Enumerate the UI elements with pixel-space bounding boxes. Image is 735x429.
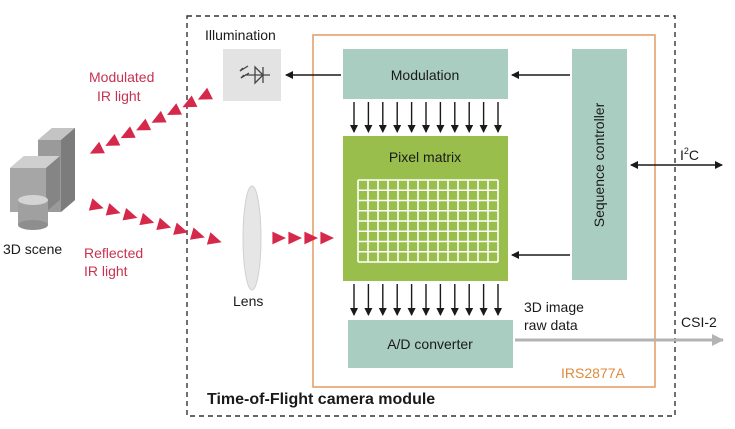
reflected-label-line1: Reflected — [84, 245, 143, 261]
modulation-box — [343, 49, 508, 99]
ir-triangle — [182, 95, 198, 108]
camera-module-boundary — [186, 15, 676, 417]
modulated-label-line2: IR light — [97, 88, 141, 104]
lens-label: Lens — [233, 293, 263, 309]
ir-triangle — [320, 231, 334, 245]
module-label: Time-of-Flight camera module — [207, 391, 435, 408]
raw-data-label-line1: 3D image — [524, 299, 584, 315]
ir-triangle — [139, 212, 155, 226]
ir-triangle — [189, 227, 205, 240]
ir-triangle — [288, 231, 302, 245]
ir-triangle — [89, 141, 105, 154]
ir-triangle — [206, 232, 222, 245]
ir-triangle — [120, 126, 136, 139]
modulated-label-line1: Modulated — [89, 69, 154, 85]
ir-triangle — [197, 87, 213, 100]
ir-triangle — [105, 134, 121, 146]
pixel-grid — [357, 179, 499, 263]
ir-triangle — [272, 231, 286, 245]
lens-ir-triangles — [272, 231, 334, 245]
ir-triangle — [122, 208, 138, 221]
reflected-ir-triangles — [88, 198, 222, 245]
modulation-label: Modulation — [391, 67, 460, 83]
ir-triangle — [173, 222, 188, 235]
chip-label: IRS2877A — [561, 365, 625, 381]
arrows-pixel-to-adc — [350, 284, 502, 316]
ir-triangle — [136, 118, 152, 131]
sequence-controller-box — [572, 49, 627, 280]
ir-triangle — [105, 203, 121, 216]
arrows-modulation-to-pixel — [350, 102, 502, 133]
modulated-ir-triangles — [89, 87, 213, 154]
i2c-label: I2C — [680, 146, 699, 163]
ir-triangle — [151, 110, 167, 123]
reflected-label-line2: IR light — [84, 263, 128, 279]
raw-data-label-line2: raw data — [524, 317, 578, 333]
pixel-matrix-label: Pixel matrix — [389, 149, 461, 165]
pixel-matrix-box — [343, 136, 508, 281]
adc-label: A/D converter — [387, 336, 473, 352]
scene-label: 3D scene — [3, 241, 62, 257]
laser-diode-icon — [239, 65, 270, 85]
ir-triangle — [88, 198, 104, 211]
adc-box — [348, 320, 513, 368]
ir-triangle — [166, 103, 183, 116]
ir-triangle — [304, 231, 318, 245]
illumination-label: Illumination — [205, 27, 276, 43]
scene-objects-icon — [10, 128, 75, 230]
sequence-controller-label: Sequence controller — [591, 102, 607, 227]
ir-triangle — [156, 217, 172, 231]
chip-boundary — [312, 34, 656, 388]
lens-shape — [242, 185, 262, 291]
csi2-label: CSI-2 — [681, 314, 717, 330]
